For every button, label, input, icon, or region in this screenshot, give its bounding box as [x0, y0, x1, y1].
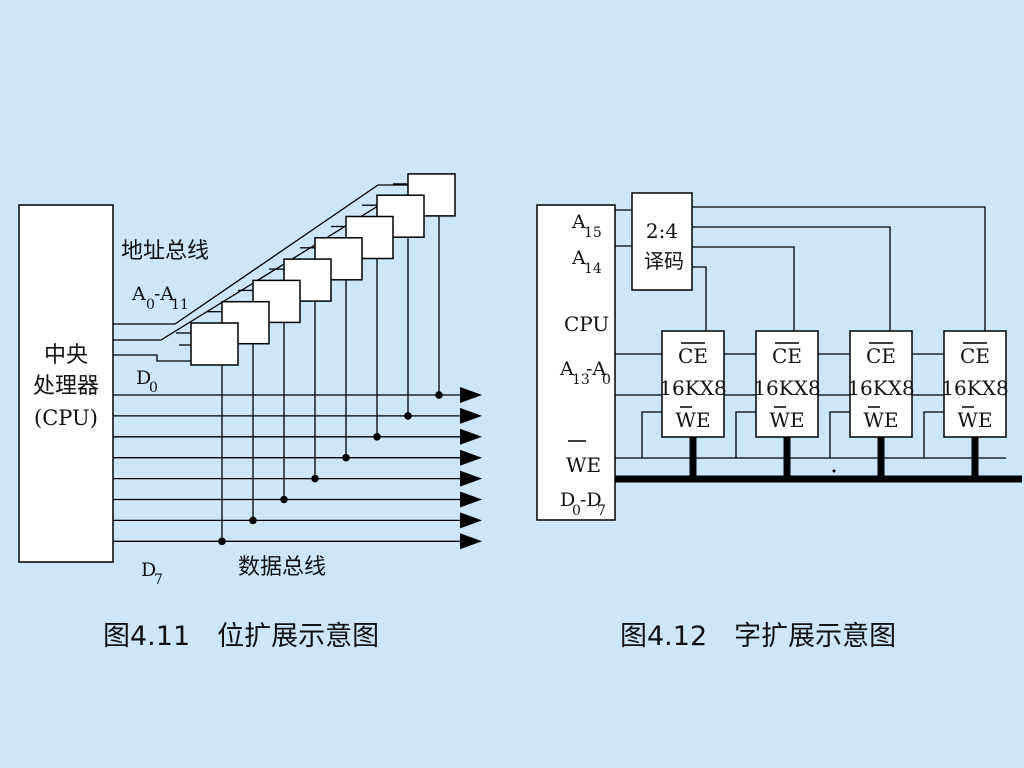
- chip-we-label-2: WE: [769, 408, 804, 432]
- we-tap-1: [735, 411, 756, 458]
- a13-letter: A: [559, 358, 574, 380]
- chip-ce-label-3: CE: [866, 344, 896, 368]
- data-bus-arrow-3: [460, 449, 482, 466]
- chip-size-label-4: 16KX8: [941, 376, 1008, 400]
- junction-dot-1: [249, 516, 257, 525]
- data-bus-label: 数据总线: [238, 555, 326, 580]
- d7-letter: D: [141, 559, 156, 581]
- chip-body-2: [755, 330, 819, 438]
- a15-letter: A: [571, 211, 586, 233]
- d-sub0: 0: [572, 503, 581, 519]
- decoder-label-line1: 2:4: [646, 219, 678, 243]
- d7-sub: 7: [154, 572, 163, 588]
- data-bus-arrow-2: [460, 428, 482, 445]
- address-bus-label: 地址总线: [121, 239, 209, 264]
- data-bus-arrow-6: [460, 512, 482, 529]
- addr-a-sub0: 0: [146, 297, 155, 313]
- decoder-label-line2: 译码: [644, 249, 684, 273]
- a13-dash-a: -A: [586, 358, 606, 380]
- d-letter: D: [560, 489, 575, 511]
- chip-ce-label-4: CE: [960, 344, 990, 368]
- chip-size-label-3: 16KX8: [847, 376, 914, 400]
- address-range-label: A 0 -A 11: [131, 283, 189, 313]
- cpu-label-line3: (CPU): [34, 406, 98, 430]
- chip-body-3: [849, 330, 913, 438]
- junction-dot-7: [435, 391, 443, 399]
- d7-label: D 7: [141, 559, 163, 588]
- chip-we-label-4: WE: [957, 408, 992, 432]
- addr-a-letter: A: [131, 283, 146, 305]
- we-tap-0: [641, 411, 662, 458]
- junction-dot-4: [342, 453, 350, 462]
- d0-d7-label: D 0 -D 7: [560, 489, 606, 519]
- data-bus-arrow-0: [460, 387, 482, 403]
- junction-dot-2: [280, 495, 288, 504]
- decoder-out-chip1: [692, 266, 707, 331]
- chip-body-1: [661, 330, 725, 438]
- figure-4-12-caption: 图4.12 字扩展示意图: [620, 621, 896, 652]
- a0-sub: 0: [602, 372, 611, 388]
- cpu-label-2: CPU: [564, 312, 609, 336]
- chip-size-label-1: 16KX8: [659, 376, 726, 400]
- a14-letter: A: [571, 247, 586, 269]
- word-expansion-diagram: A 15 A 14 CPU A 13 -A 0 WE D 0 -D 7 2:4 …: [536, 192, 1022, 652]
- d0-label: D 0: [136, 367, 158, 396]
- cpu-label-line2: 处理器: [33, 374, 99, 399]
- bus-mark-dot: [832, 469, 836, 473]
- chip-ce-label-2: CE: [772, 344, 802, 368]
- addr-a-sub11: 11: [171, 297, 189, 313]
- memory-chip-stack: [190, 173, 456, 366]
- data-bus-arrow-7: [460, 533, 482, 550]
- a13-sub: 13: [572, 372, 590, 388]
- bit-expansion-diagram: 中央 处理器 (CPU) 地址总线 A 0 -A 11 D 0 D 7 数据总线…: [18, 173, 482, 652]
- we-label: WE: [566, 453, 601, 477]
- data-bus-arrow-1: [460, 407, 482, 424]
- decoder-out-chip3: [692, 226, 891, 331]
- junction-dot-6: [404, 412, 412, 420]
- a14-label: A 14: [571, 247, 602, 277]
- memory-chip-0: [190, 322, 239, 366]
- we-tap-3: [923, 411, 944, 458]
- we-tap-2: [829, 411, 850, 458]
- a15-sub: 15: [584, 225, 602, 241]
- a14-sub: 14: [584, 261, 602, 277]
- figure-4-11-caption: 图4.11 位扩展示意图: [103, 621, 379, 652]
- data-bus-arrow-4: [460, 470, 482, 487]
- decoder-box: [631, 192, 693, 291]
- chip-ce-label-1: CE: [678, 344, 708, 368]
- d0-sub: 0: [149, 380, 158, 396]
- a15-label: A 15: [571, 211, 602, 241]
- decoder-out-chip4: [692, 206, 986, 331]
- addr-dash-a: -A: [154, 283, 174, 305]
- data-line-d0-feed: [113, 354, 191, 362]
- d-dash-d: -D: [580, 489, 602, 511]
- decoder-out-chip2: [692, 246, 795, 331]
- data-bus-arrow-5: [460, 491, 482, 508]
- chip-we-label-1: WE: [675, 408, 710, 432]
- address-bus-trunk-upper: [155, 184, 410, 325]
- junction-dot-3: [311, 474, 319, 483]
- cpu-box: [18, 204, 114, 563]
- a13-a0-label: A 13 -A 0: [559, 358, 611, 388]
- chip-size-label-2: 16KX8: [753, 376, 820, 400]
- junction-dot-0: [218, 537, 226, 546]
- chip-we-label-3: WE: [863, 408, 898, 432]
- cpu-label-line1: 中央: [44, 343, 88, 368]
- chip-body-4: [943, 330, 1007, 438]
- cpu-box-2: [536, 204, 616, 521]
- d-sub7: 7: [597, 503, 606, 519]
- junction-dot-5: [373, 433, 381, 441]
- d0-letter: D: [136, 367, 151, 389]
